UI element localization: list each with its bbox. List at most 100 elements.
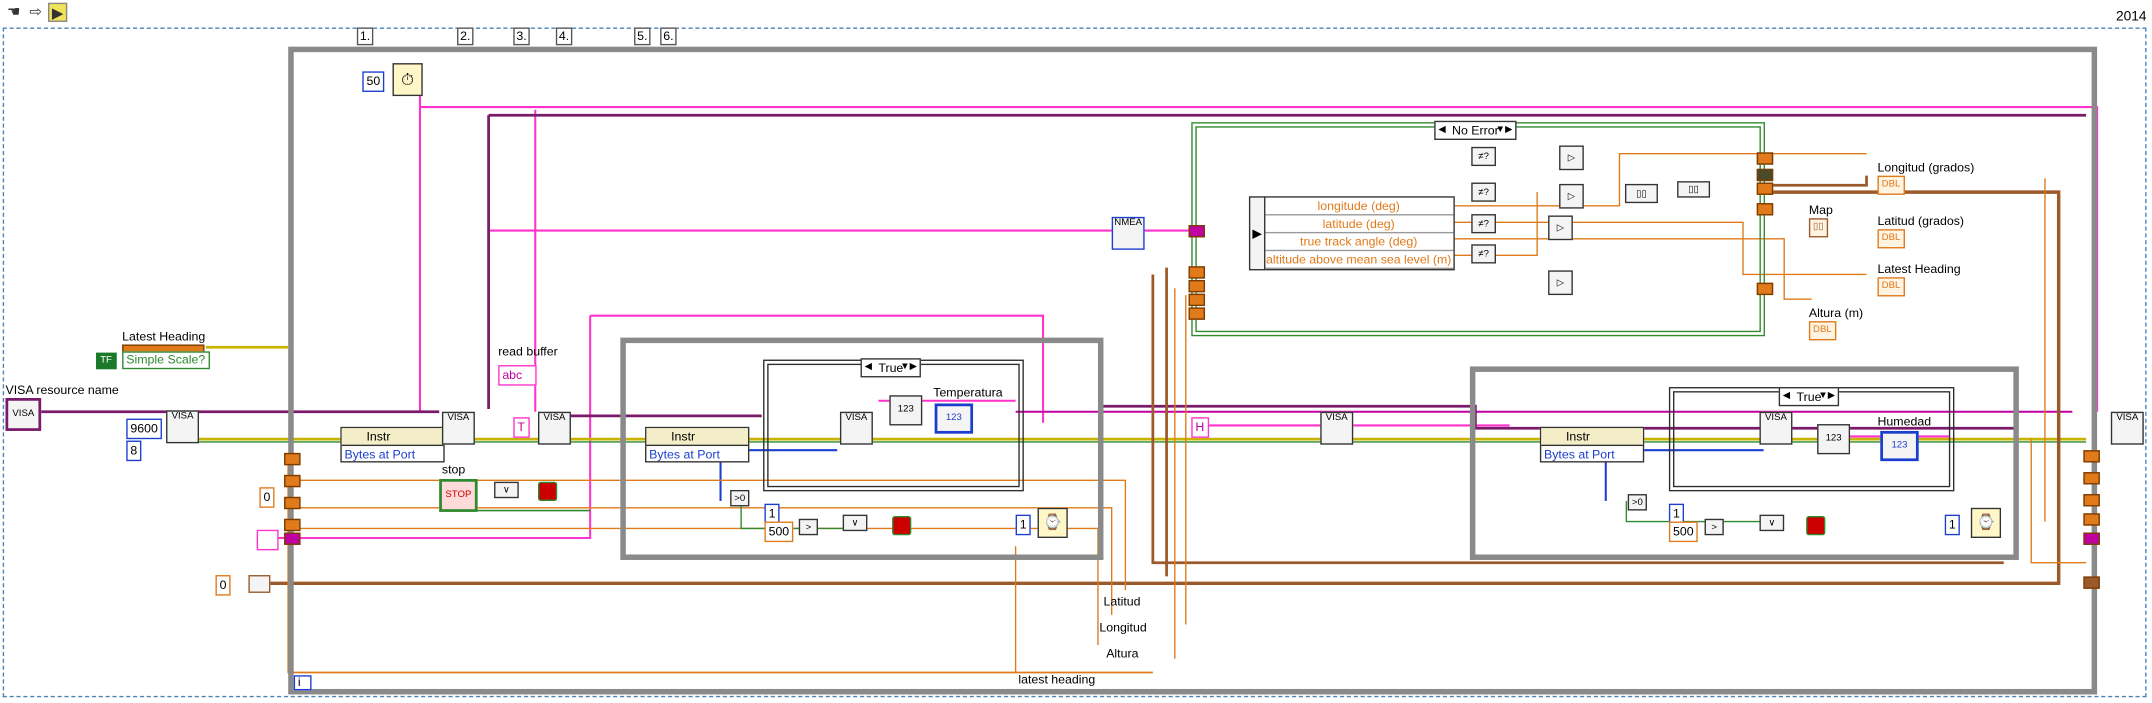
wait-ms-constant[interactable]: 50: [362, 71, 385, 92]
hand-icon[interactable]: ☚: [6, 4, 21, 21]
shift-registers-right: [2083, 436, 2100, 589]
string-to-number-temp-icon[interactable]: 123: [889, 395, 923, 426]
map-indicator: ▯▯: [1808, 218, 1828, 238]
unbundle-by-name[interactable]: longitude (deg) latitude (deg) true trac…: [1262, 196, 1455, 271]
stop-button[interactable]: STOP: [439, 478, 478, 512]
seq-1: 1.: [356, 27, 374, 46]
visa-read-icon[interactable]: VISA: [441, 411, 475, 445]
inner-stop-terminal-1[interactable]: [892, 516, 912, 536]
visa-resource-control[interactable]: VISA: [5, 398, 42, 431]
iteration-terminal: i: [293, 675, 312, 691]
visa-read-temp-icon[interactable]: VISA: [839, 411, 873, 445]
temp-while-loop[interactable]: [620, 337, 1104, 560]
zero-array-constant[interactable]: 0: [215, 575, 231, 596]
greater-zero-icon-1: >0: [730, 489, 750, 507]
version-year: 2014: [2115, 9, 2147, 25]
inner-stop-terminal-2[interactable]: [1806, 516, 1826, 536]
seq-3: 3.: [513, 27, 530, 46]
longitud-grados-indicator: DBL: [1877, 175, 1905, 195]
block-diagram-frame: [2, 27, 2147, 698]
stop-label: stop: [441, 462, 466, 477]
t-string-constant[interactable]: T: [513, 417, 530, 438]
wait-one-constant-2[interactable]: 1: [1944, 514, 1960, 536]
longitud-label: Longitud: [1099, 620, 1147, 635]
simple-scale-control[interactable]: Simple Scale?: [122, 351, 210, 370]
read-buffer-indicator: abc: [498, 365, 537, 386]
nmea-parse-icon[interactable]: NMEA: [1111, 216, 1145, 250]
bytes-at-port-property-3[interactable]: Instr Bytes at Port: [1539, 426, 1645, 463]
timeout-500-hum[interactable]: 500: [1668, 521, 1698, 543]
unbundle-input-arrow: ▶: [1248, 196, 1266, 271]
baud-rate-constant[interactable]: 9600: [126, 418, 162, 440]
altura-m-label: Altura (m): [1808, 306, 1864, 320]
latest-heading-bottom-label: latest heading: [1018, 672, 1096, 687]
shift-registers-left: [284, 452, 301, 545]
seq-2: 2.: [457, 27, 474, 46]
empty-string-constant[interactable]: [256, 529, 279, 551]
latest-heading-ind-label: Latest Heading: [1877, 262, 1961, 276]
gps-case-selector[interactable]: ◀No Error▼▶: [1434, 120, 1517, 140]
main-while-loop[interactable]: [288, 46, 2098, 695]
or-gate-icon-3: ∨: [1759, 514, 1785, 532]
bytes-at-port-property-2[interactable]: Instr Bytes at Port: [645, 426, 750, 463]
visa-resource-label: VISA resource name: [5, 382, 119, 397]
unbundle-altitude: altitude above mean sea level (m): [1264, 251, 1454, 269]
h-string-constant[interactable]: H: [1191, 417, 1209, 438]
map-label: Map: [1808, 203, 1833, 217]
unbundle-latitude: latitude (deg): [1264, 215, 1454, 234]
select-icon-3: ▷: [1548, 215, 1573, 241]
metronome-icon[interactable]: ⏱: [392, 63, 423, 97]
build-array-icon: ▯▯: [1624, 183, 1658, 204]
unbundle-track-angle: true track angle (deg): [1264, 233, 1454, 252]
read-buffer-label: read buffer: [498, 344, 558, 359]
run-arrow-icon[interactable]: ⇨: [29, 4, 43, 21]
true-constant[interactable]: TF: [96, 352, 117, 370]
humidity-while-loop[interactable]: [1469, 366, 2019, 560]
bytes-at-port-property-1[interactable]: Instr Bytes at Port: [340, 426, 445, 463]
humedad-label: Humedad: [1877, 414, 1932, 429]
zero-constant[interactable]: 0: [259, 487, 275, 508]
or-gate-icon-1: ∨: [494, 481, 519, 499]
longitud-grados-label: Longitud (grados): [1877, 160, 1975, 175]
temp-case-selector[interactable]: ◀True▼▶: [860, 358, 922, 378]
humedad-indicator: 123: [1880, 430, 1919, 462]
select-icon-4: ▷: [1548, 270, 1573, 296]
visa-read-humidity-icon[interactable]: VISA: [1759, 411, 1793, 445]
wait-one-constant-1[interactable]: 1: [1015, 514, 1031, 536]
wait-icon-1[interactable]: ⌚: [1037, 507, 1068, 538]
or-gate-icon-2: ∨: [842, 514, 868, 532]
seq-4: 4.: [555, 27, 573, 46]
latitud-grados-indicator: DBL: [1877, 229, 1905, 249]
highlight-execution-icon[interactable]: ▶: [48, 2, 68, 22]
toolbar: ☚ ⇨ ▶: [0, 0, 71, 30]
latitud-grados-label: Latitud (grados): [1877, 214, 1965, 228]
wait-icon-2[interactable]: ⌚: [1970, 507, 2002, 538]
temperatura-indicator: 123: [934, 403, 974, 434]
greater-icon-hum: >: [1704, 518, 1724, 536]
select-icon-1: ▷: [1559, 145, 1584, 171]
bundle-icon: ▯▯: [1677, 181, 1711, 198]
not-nan-icon-2: ≠?: [1471, 182, 1496, 202]
latitud-label: Latitud: [1103, 594, 1141, 608]
humidity-case-selector[interactable]: ◀True▼▶: [1778, 387, 1840, 407]
greater-zero-icon-2: >0: [1627, 494, 1647, 511]
not-nan-icon-3: ≠?: [1471, 214, 1496, 234]
seq-5: 5.: [634, 27, 651, 46]
greater-icon-temp: >: [798, 518, 818, 536]
visa-close-icon[interactable]: VISA: [2110, 411, 2144, 445]
altura-label: Altura: [1106, 646, 1139, 661]
unbundle-longitude: longitude (deg): [1264, 198, 1454, 216]
timeout-500-temp[interactable]: 500: [764, 521, 794, 543]
data-bits-constant[interactable]: 8: [126, 440, 142, 462]
gps-case-left-tunnels: [1188, 225, 1206, 335]
string-to-number-hum-icon[interactable]: 123: [1817, 424, 1851, 455]
altura-m-indicator: DBL: [1808, 321, 1836, 341]
visa-write-h-icon[interactable]: VISA: [1320, 411, 1354, 445]
stop-terminal-icon[interactable]: [538, 481, 558, 501]
visa-write-icon[interactable]: VISA: [538, 411, 571, 445]
visa-serial-config-icon[interactable]: VISA: [166, 410, 200, 444]
latest-heading-indicator: DBL: [1877, 277, 1905, 297]
seq-6: 6.: [660, 27, 677, 46]
latest-heading-label: Latest Heading: [122, 329, 206, 344]
not-nan-icon-1: ≠?: [1471, 146, 1496, 167]
